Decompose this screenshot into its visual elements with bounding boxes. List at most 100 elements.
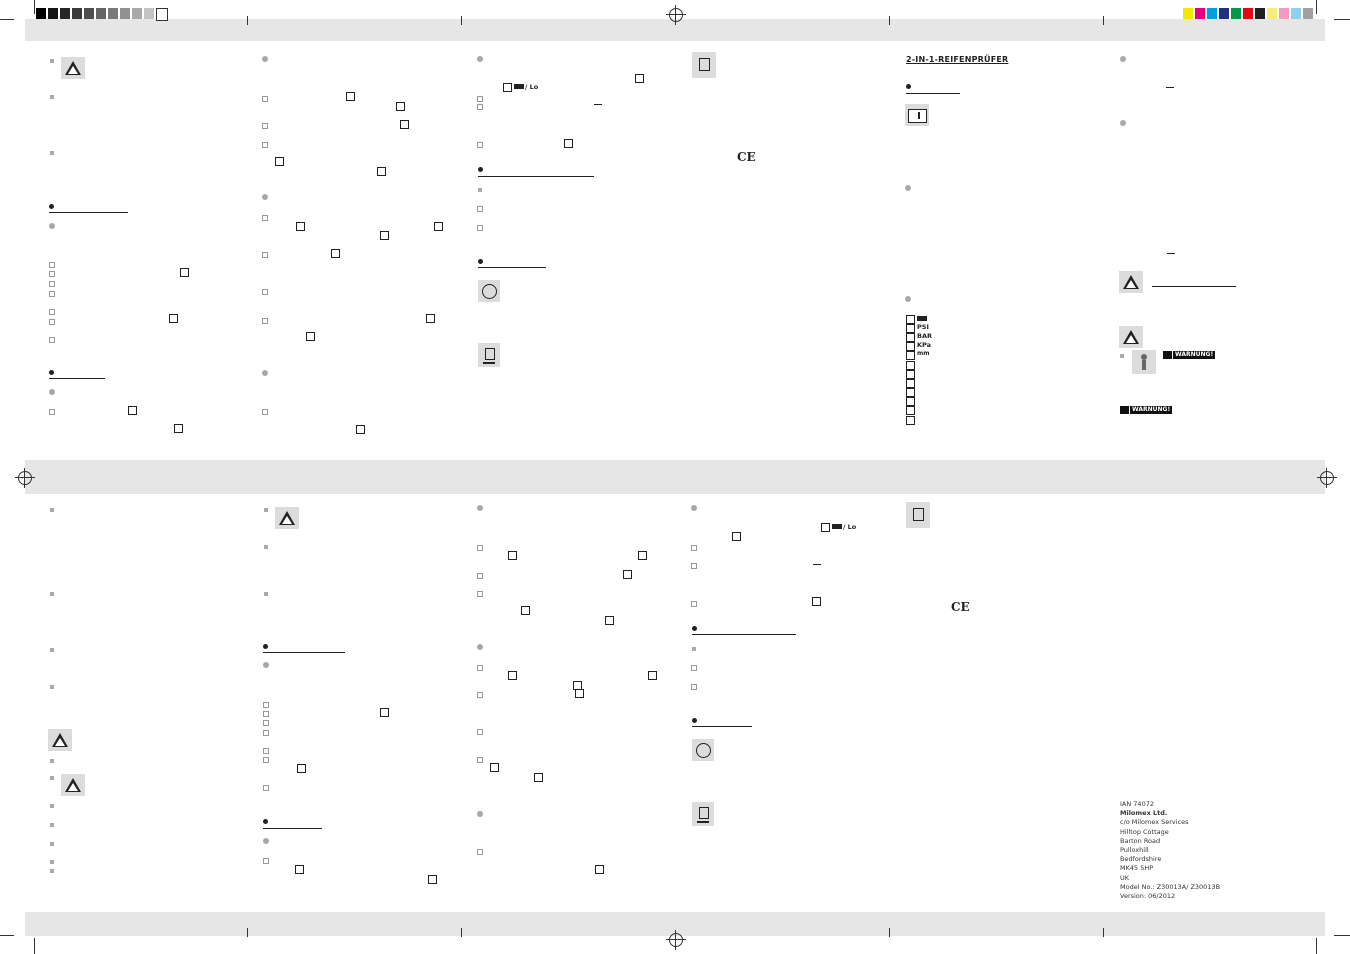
fold-mark bbox=[461, 16, 462, 25]
part-number-box bbox=[331, 249, 340, 258]
step-marker bbox=[262, 318, 268, 324]
fold-mark bbox=[889, 16, 890, 25]
part-number-box bbox=[648, 671, 657, 680]
fire-hazard-icon bbox=[61, 774, 85, 796]
section-bullet bbox=[478, 167, 483, 172]
dc-symbol bbox=[1166, 87, 1174, 88]
display-item-box bbox=[906, 370, 915, 379]
registration-mark bbox=[1317, 468, 1337, 488]
part-number-box bbox=[434, 222, 443, 231]
fire-hazard-icon bbox=[61, 57, 85, 79]
color-swatch bbox=[1267, 8, 1277, 19]
part-number-box bbox=[534, 773, 543, 782]
list-bullet bbox=[50, 508, 54, 512]
child-warning-icon bbox=[1132, 350, 1156, 374]
part-number-box bbox=[490, 763, 499, 772]
color-swatch bbox=[1231, 8, 1241, 19]
list-bullet bbox=[50, 685, 54, 689]
list-bullet bbox=[1120, 354, 1124, 358]
section-bullet bbox=[263, 819, 268, 824]
battery-lo-label: / Lo bbox=[525, 83, 539, 91]
info-book-icon bbox=[905, 104, 929, 126]
part-number-box bbox=[380, 708, 389, 717]
step-marker bbox=[49, 319, 55, 325]
registration-mark bbox=[15, 468, 35, 488]
ce-mark-icon: CE bbox=[951, 600, 970, 614]
crop-mark bbox=[34, 938, 35, 954]
registration-mark bbox=[666, 5, 686, 25]
fold-mark bbox=[889, 928, 890, 937]
color-swatch bbox=[1183, 8, 1193, 19]
info-bullet bbox=[49, 389, 55, 395]
part-number-box bbox=[605, 616, 614, 625]
model-number: Model No.: Z30013A/ Z30013B bbox=[1120, 882, 1221, 891]
list-bullet bbox=[50, 59, 54, 63]
section-underline bbox=[478, 267, 546, 268]
display-item-box bbox=[906, 324, 915, 333]
color-swatch bbox=[36, 8, 46, 19]
step-marker bbox=[263, 711, 269, 717]
green-dot-icon bbox=[478, 280, 500, 302]
part-number-box bbox=[812, 597, 821, 606]
info-bullet bbox=[263, 838, 269, 844]
address-line: Bedfordshire bbox=[1120, 855, 1162, 864]
middle-band bbox=[25, 460, 1325, 494]
weee-bin-icon bbox=[478, 343, 500, 367]
address-line: c/o Milomex Services bbox=[1120, 818, 1189, 827]
section-underline bbox=[49, 378, 105, 379]
section-underline bbox=[263, 828, 322, 829]
info-bullet bbox=[905, 185, 911, 191]
color-swatch bbox=[120, 8, 130, 19]
section-underline bbox=[906, 93, 960, 94]
step-marker bbox=[49, 271, 55, 277]
color-swatch bbox=[1291, 8, 1301, 19]
list-bullet bbox=[478, 188, 482, 192]
color-swatch bbox=[60, 8, 70, 19]
info-bullet bbox=[905, 296, 911, 302]
fold-mark bbox=[247, 16, 248, 25]
unit-label-psi: PSI bbox=[917, 323, 929, 331]
unit-label-bar: BAR bbox=[917, 332, 932, 340]
info-bullet bbox=[262, 56, 268, 62]
part-number-box bbox=[564, 139, 573, 148]
color-swatch bbox=[1219, 8, 1229, 19]
step-marker bbox=[49, 409, 55, 415]
section-underline bbox=[263, 652, 345, 653]
manufacturer-address: IAN 74072 Milomex Ltd. c/o Milomex Servi… bbox=[1120, 800, 1220, 901]
step-marker bbox=[477, 96, 483, 102]
section-bullet bbox=[906, 84, 911, 89]
step-marker bbox=[477, 849, 483, 855]
postcode: MK45 5HP bbox=[1120, 864, 1154, 873]
color-swatch bbox=[1207, 8, 1217, 19]
step-marker bbox=[49, 337, 55, 343]
step-marker bbox=[263, 748, 269, 754]
step-marker bbox=[477, 225, 483, 231]
section-bullet bbox=[478, 259, 483, 264]
section-bullet bbox=[263, 644, 268, 649]
part-number-box bbox=[821, 523, 830, 532]
address-line: Barton Road bbox=[1120, 836, 1161, 845]
info-bullet bbox=[263, 662, 269, 668]
color-swatch bbox=[96, 8, 106, 19]
info-bullet bbox=[477, 811, 483, 817]
section-underline bbox=[478, 176, 594, 177]
display-item-box bbox=[906, 397, 915, 406]
green-dot-icon bbox=[692, 739, 714, 761]
warning-badge-icon bbox=[1120, 406, 1129, 414]
step-marker bbox=[262, 289, 268, 295]
step-marker bbox=[49, 309, 55, 315]
part-number-box bbox=[380, 231, 389, 240]
document-title: 2-IN-1-REIFENPRÜFER bbox=[906, 55, 1009, 64]
step-marker bbox=[263, 730, 269, 736]
step-marker bbox=[262, 409, 268, 415]
fold-mark bbox=[461, 928, 462, 937]
fold-mark bbox=[247, 928, 248, 937]
step-marker bbox=[49, 291, 55, 297]
part-number-box bbox=[426, 314, 435, 323]
color-swatch bbox=[156, 8, 168, 21]
list-bullet bbox=[50, 804, 54, 808]
part-number-box bbox=[346, 92, 355, 101]
step-marker bbox=[477, 545, 483, 551]
color-swatch bbox=[1243, 8, 1253, 19]
info-bullet bbox=[477, 505, 483, 511]
